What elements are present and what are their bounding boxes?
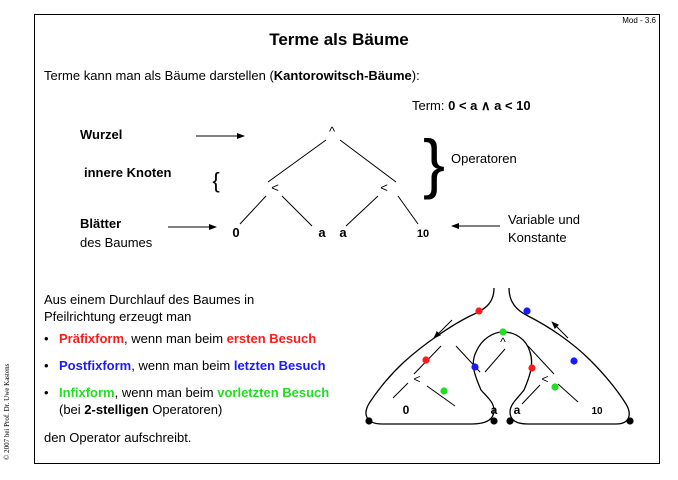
traversal-direction-arrows bbox=[433, 319, 569, 339]
traversal-left-op-node: < bbox=[413, 372, 420, 386]
varconst-label-1: Variable und bbox=[508, 212, 581, 227]
tree-edges bbox=[239, 139, 419, 227]
inner-nodes-brace-icon: { bbox=[212, 168, 219, 193]
list-item-postfix: •Postfixform, wenn man beim letzten Besu… bbox=[44, 358, 326, 373]
traversal-tree-lines bbox=[392, 345, 579, 407]
page-title: Terme als Bäume bbox=[269, 30, 409, 49]
tree-leaf-10: 10 bbox=[417, 228, 429, 240]
traversal-leaf-a2: a bbox=[514, 403, 521, 417]
traversal-root-node: ^ bbox=[500, 335, 506, 349]
list-item-prefix: •Präfixform, wenn man beim ersten Besuch bbox=[44, 331, 317, 346]
term-expression: 0 < a ∧ a < 10 bbox=[448, 98, 531, 113]
root-label: Wurzel bbox=[80, 127, 123, 142]
tree-root-node: ^ bbox=[329, 124, 336, 139]
operators-brace-icon: } bbox=[423, 126, 445, 200]
leaves-label: Blätter bbox=[80, 216, 122, 231]
leaf-dots bbox=[365, 417, 634, 425]
up-right-arrow bbox=[551, 321, 569, 339]
postfix-dots bbox=[471, 307, 578, 371]
term-line: Term: 0 < a ∧ a < 10 bbox=[412, 98, 531, 113]
varconst-label-2: Konstante bbox=[508, 230, 567, 245]
tree-leaf-a1: a bbox=[318, 225, 326, 240]
traversal-leaf-0: 0 bbox=[403, 403, 410, 417]
slide-frame bbox=[34, 14, 660, 464]
infix-dots bbox=[440, 328, 559, 395]
footer-text: den Operator aufschreibt. bbox=[44, 430, 192, 445]
list-item-infix: •Infixform, wenn man beim vorletzten Bes… bbox=[44, 385, 330, 400]
pointer-arrows bbox=[168, 133, 500, 230]
traversal-leaf-10: 10 bbox=[591, 406, 603, 417]
intro-text: Terme kann man als Bäume darstellen (Kan… bbox=[44, 68, 420, 83]
prefix-dots bbox=[422, 307, 536, 372]
leaves-sub-label: des Baumes bbox=[80, 235, 153, 250]
tree-leaf-0: 0 bbox=[232, 225, 239, 240]
traversal-diagram: ^ < < 0 a a 10 bbox=[365, 287, 634, 425]
binary-operator-note: (bei 2-stelligen Operatoren) bbox=[59, 402, 223, 417]
tree-leaf-a2: a bbox=[339, 225, 347, 240]
operators-label: Operatoren bbox=[451, 151, 517, 166]
inner-nodes-label: innere Knoten bbox=[84, 165, 172, 180]
tree-left-op-node: < bbox=[271, 180, 279, 195]
down-left-arrow bbox=[433, 319, 453, 339]
traversal-right-op-node: < bbox=[541, 372, 548, 386]
traversal-intro: Aus einem Durchlauf des Baumes in Pfeilr… bbox=[44, 292, 255, 324]
kantorowitsch-term: Kantorowitsch-Bäume bbox=[273, 68, 412, 83]
tree-right-op-node: < bbox=[380, 180, 388, 195]
page-number: Mod - 3.6 bbox=[622, 16, 656, 25]
